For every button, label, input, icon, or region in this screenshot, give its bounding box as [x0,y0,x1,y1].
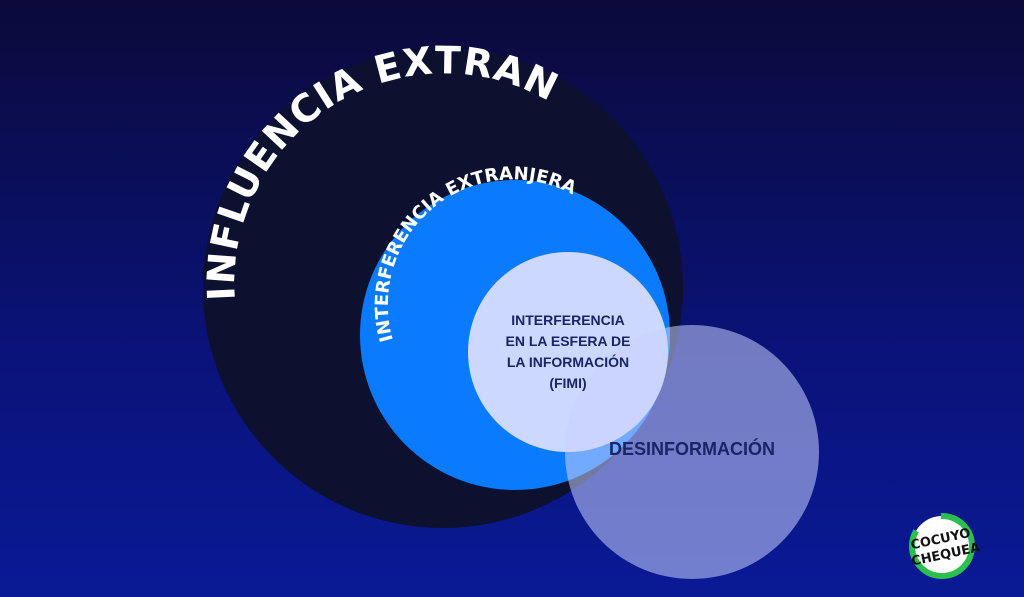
disinformation-label: DESINFORMACIÓN [609,438,775,459]
fimi-line-3: LA INFORMACIÓN [507,353,629,370]
fimi-line-2: EN LA ESFERA DE [506,333,631,349]
fimi-line-1: INTERFERENCIA [511,312,625,328]
cocuyo-chequea-logo: COCUYO CHEQUEA [909,513,982,579]
logo-ring-icon [909,513,975,579]
disinformation-circle [565,325,819,579]
fimi-line-4: (FIMI) [549,375,586,391]
